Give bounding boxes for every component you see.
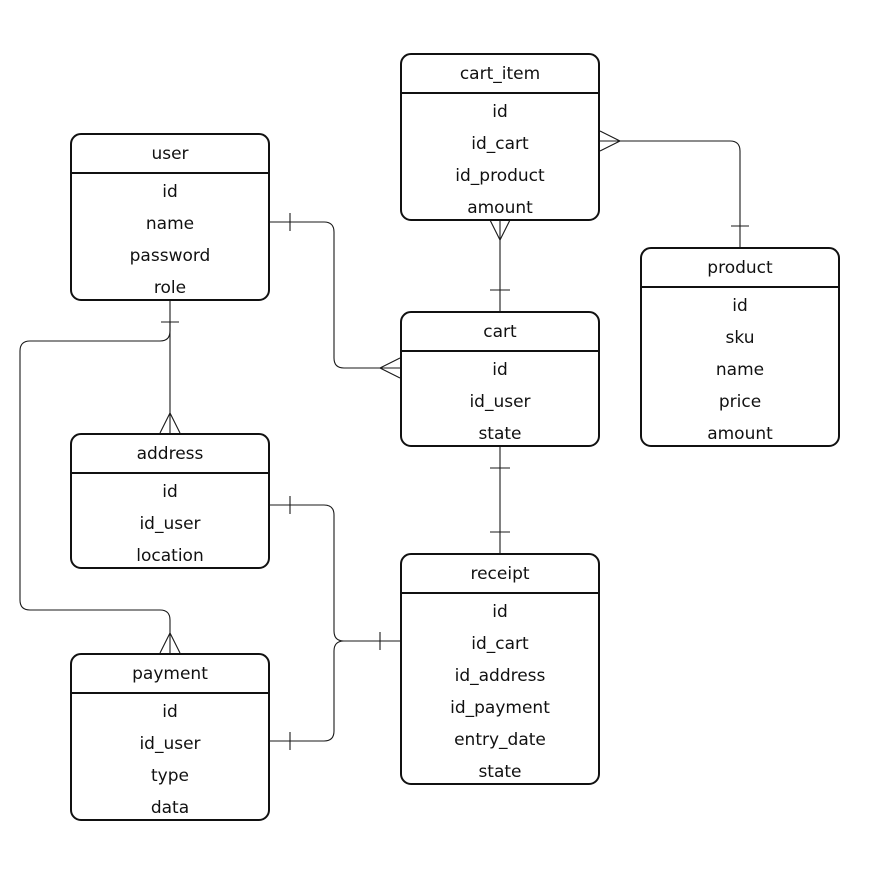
entity-payment-field: id_user [139, 734, 201, 754]
entity-payment-field: type [151, 766, 189, 786]
entity-receipt-field: entry_date [454, 730, 546, 750]
entity-cart-item-title: cart_item [402, 55, 598, 94]
relationship-payment-receipt [270, 640, 345, 750]
entity-product-field: sku [725, 328, 755, 348]
entity-receipt-field: id_payment [450, 698, 550, 718]
relationship-user-address [159, 301, 181, 434]
entity-cart-field: id [492, 360, 508, 380]
entity-cart-title: cart [402, 313, 598, 352]
entity-product-field: name [715, 360, 765, 380]
entity-receipt-field: state [478, 762, 522, 782]
entity-address: address id id_user location [70, 433, 270, 569]
entity-product-field: amount [707, 424, 773, 444]
entity-user-title: user [72, 135, 268, 174]
entity-cart-field: state [478, 424, 522, 444]
entity-payment-field: id [162, 702, 178, 722]
entity-cart-item-field: id_cart [471, 134, 529, 154]
entity-user-field: password [129, 246, 211, 266]
entity-cart-item-field: id_product [455, 166, 545, 186]
entity-user: user id name password role [70, 133, 270, 301]
entity-address-field: id_user [139, 514, 201, 534]
entity-product-field: price [718, 392, 762, 412]
entity-payment-title: payment [72, 655, 268, 694]
entity-receipt-field: id_address [454, 666, 546, 686]
entity-receipt-field: id_cart [471, 634, 529, 654]
entity-cart: cart id id_user state [400, 311, 600, 447]
entity-cart-item-field: id [492, 102, 508, 122]
entity-user-field: id [162, 182, 178, 202]
entity-payment: payment id id_user type data [70, 653, 270, 821]
entity-address-field: location [136, 546, 204, 566]
entity-address-title: address [72, 435, 268, 474]
relationship-user-cart [270, 213, 401, 379]
entity-product-title: product [642, 249, 838, 288]
entity-cart-item: cart_item id id_cart id_product amount [400, 53, 600, 221]
entity-product: product id sku name price amount [640, 247, 840, 447]
relationship-user-payment [19, 322, 181, 654]
entity-receipt-field: id [492, 602, 508, 622]
relationship-cart-receipt [490, 447, 510, 553]
entity-receipt-title: receipt [402, 555, 598, 594]
entity-user-field: name [145, 214, 195, 234]
relationship-cart-cartitem [489, 219, 511, 312]
relationship-product-cartitem [599, 130, 749, 247]
entity-cart-item-field: amount [467, 198, 533, 218]
entity-cart-field: id_user [469, 392, 531, 412]
entity-receipt: receipt id id_cart id_address id_payment… [400, 553, 600, 785]
relationship-address-receipt [270, 496, 400, 650]
entity-product-field: id [732, 296, 748, 316]
entity-payment-field: data [150, 798, 190, 818]
entity-address-field: id [162, 482, 178, 502]
entity-user-field: role [153, 278, 187, 298]
